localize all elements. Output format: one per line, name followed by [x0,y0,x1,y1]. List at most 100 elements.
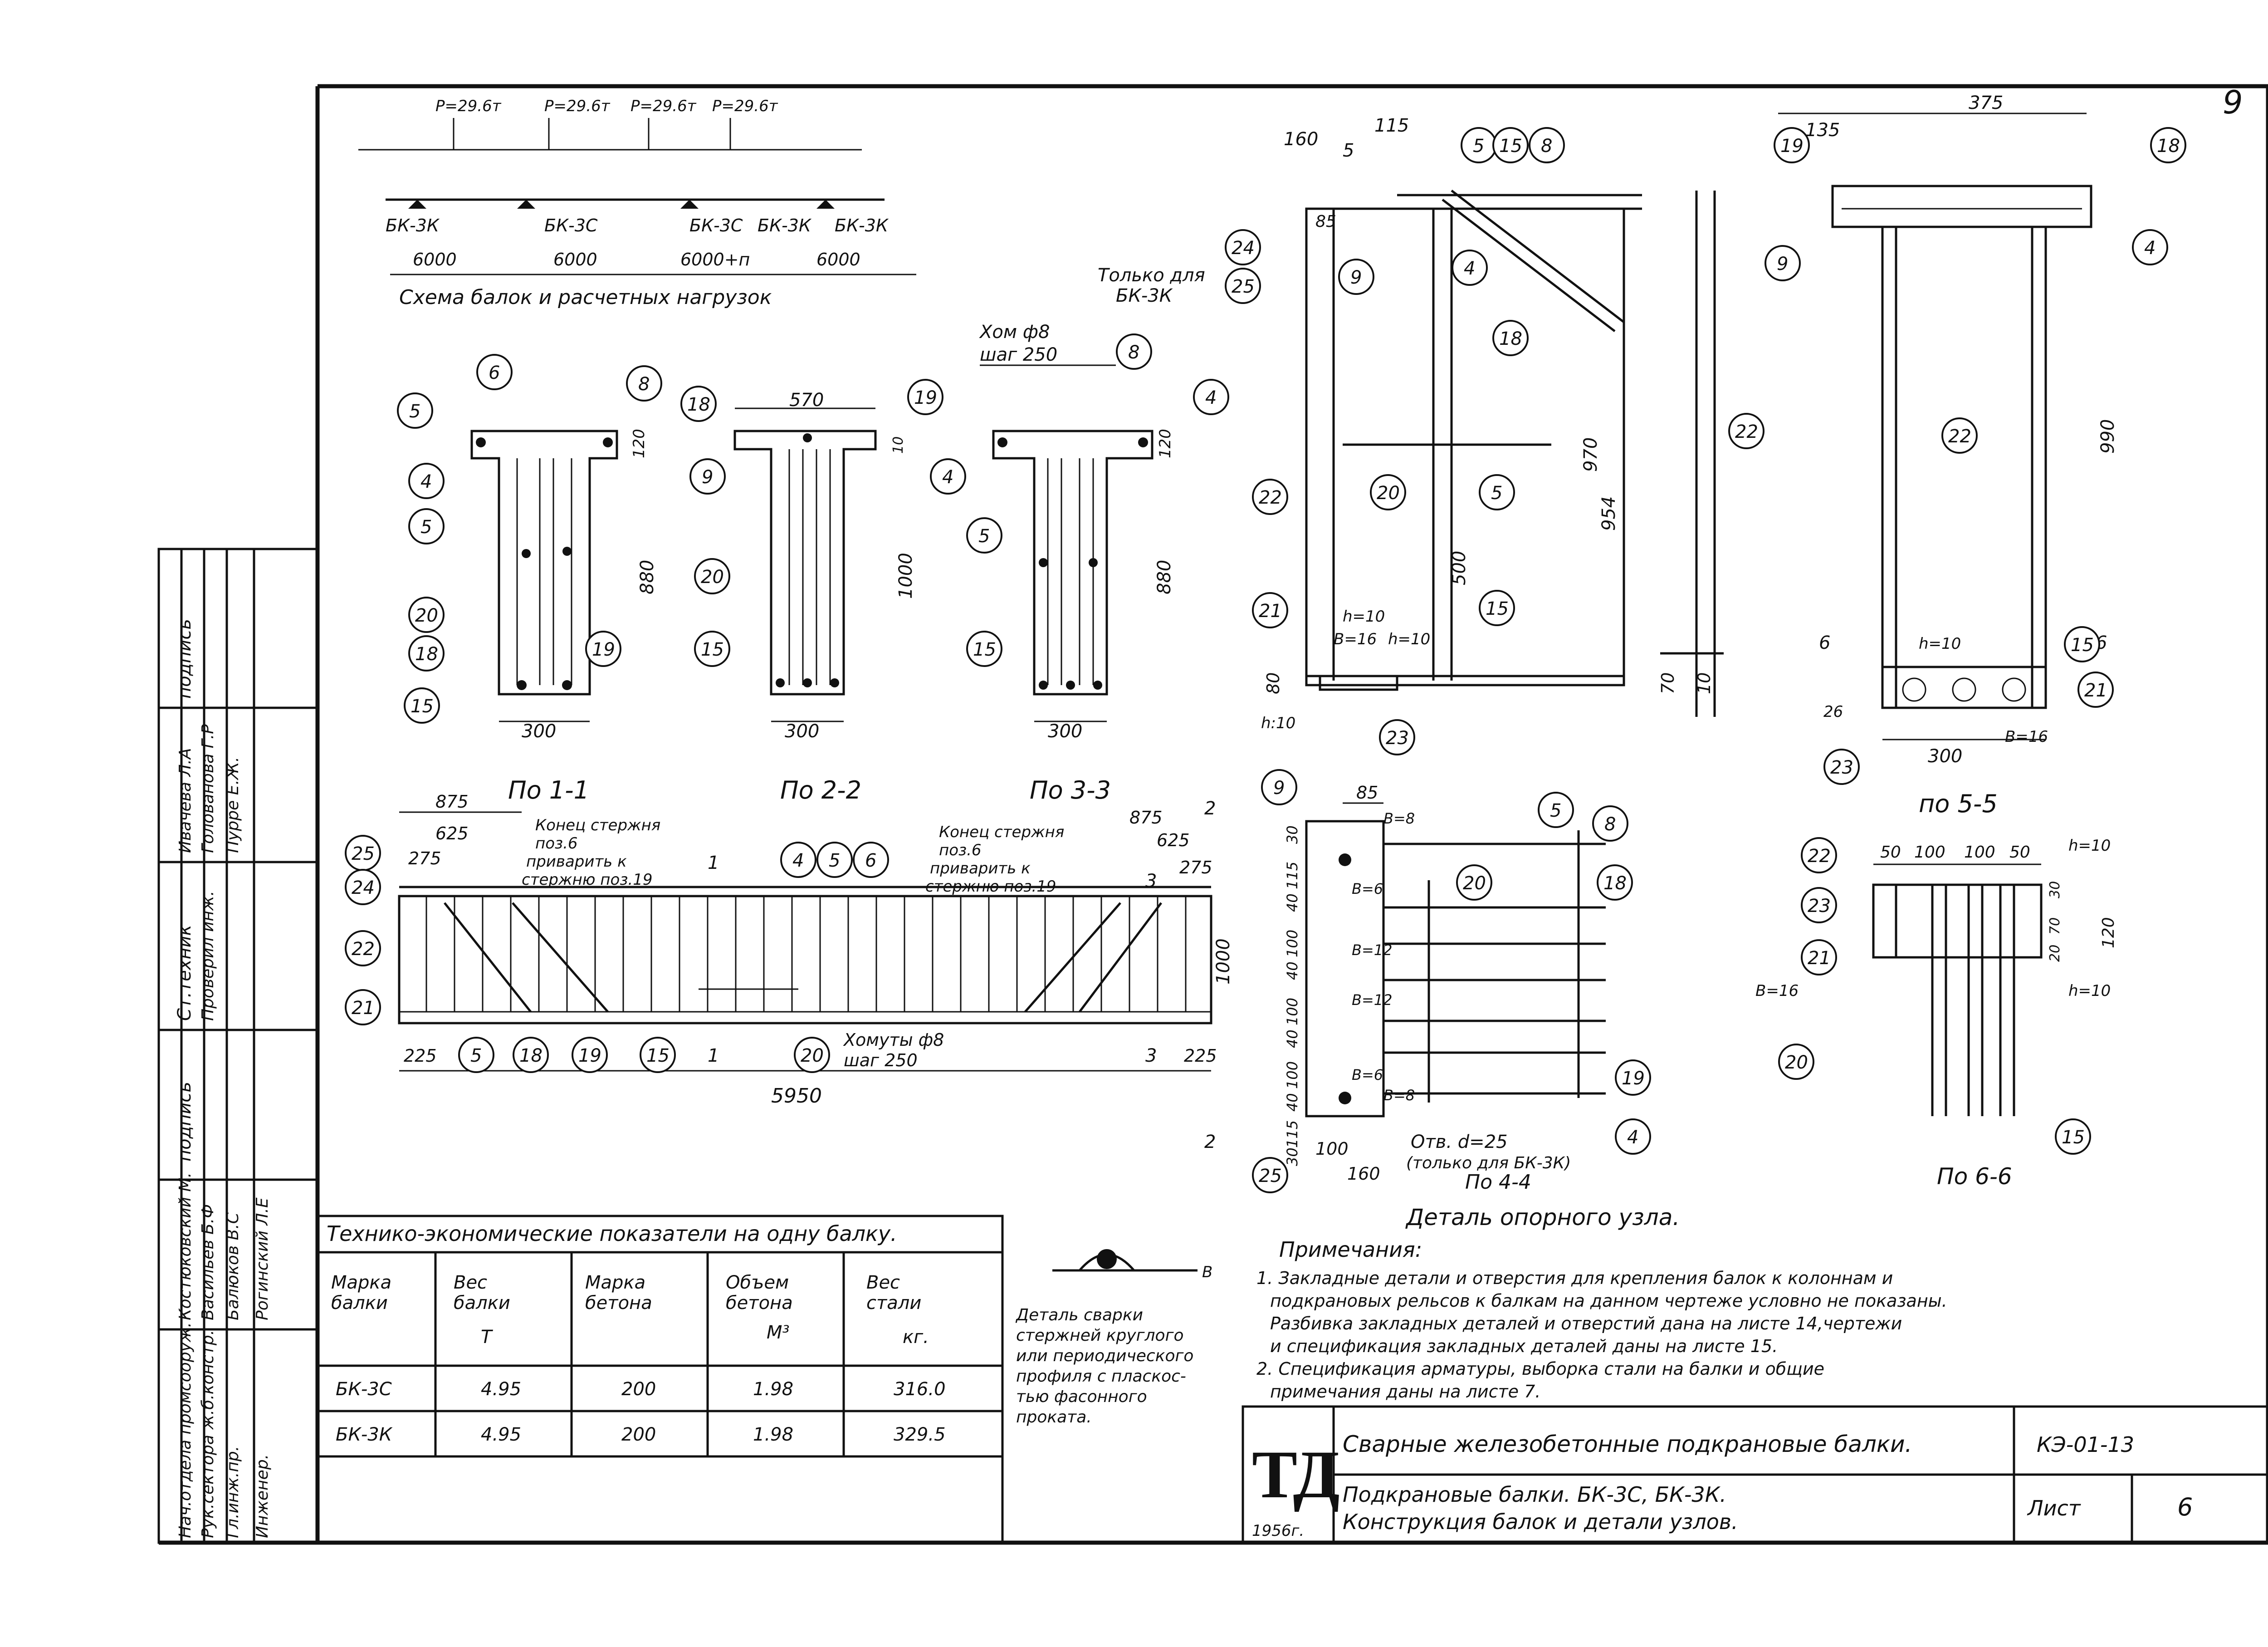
sig-name-1: Костюковский М. [176,1172,195,1320]
stamp-sheet-number: 6 [2177,1493,2193,1521]
stamp-title: Сварные железобетонные подкрановые балки… [1343,1431,1912,1457]
svg-text:970: 970 [1580,437,1601,472]
svg-text:50: 50 [2009,843,2030,862]
svg-text:20: 20 [2047,945,2063,962]
svg-text:4: 4 [420,471,432,492]
svg-text:1.98: 1.98 [753,1379,793,1400]
svg-text:6: 6 [489,363,500,383]
s11-marks: 5 6 8 4 5 20 18 19 15 [397,354,662,724]
svg-text:и спецификация закладных детал: и спецификация закладных деталей даны на… [1270,1336,1778,1356]
elevation-marks: 4 5 6 25 24 22 21 5 18 19 15 20 [345,835,889,1073]
economics-table: Технико-экономические показатели на одну… [316,1215,1004,1544]
svg-text:115: 115 [1284,862,1301,889]
svg-text:85: 85 [1315,212,1336,231]
sig-name-3: Балюков В.С [224,1212,242,1320]
section-4-4: 85 100 160 30 115 40 100 40 100 40 100 4… [1284,783,1606,1194]
sig-name-4: Рогинский Л.Е [253,1197,272,1320]
svg-text:40: 40 [1284,1029,1301,1048]
scheme-load-2: P=29.6т [544,97,611,115]
svg-text:B=8: B=8 [1383,810,1415,827]
svg-text:329.5: 329.5 [894,1424,946,1445]
svg-text:40: 40 [1284,1093,1301,1112]
svg-text:18: 18 [687,394,710,415]
sig-name-purre: Пурре Е.Ж. [224,757,242,853]
svg-text:h=10: h=10 [2068,982,2111,1000]
corner-mark: 9 [2223,84,2243,121]
svg-text:3: 3 [1145,1045,1157,1066]
svg-text:приварить к: приварить к [526,853,627,871]
svg-text:15: 15 [411,696,434,717]
scheme-load-3: P=29.6т [631,97,697,115]
svg-text:20: 20 [701,567,724,588]
svg-text:B=16: B=16 [1755,982,1799,1000]
svg-text:B=8: B=8 [1383,1087,1415,1104]
svg-text:3: 3 [1145,871,1157,892]
svg-text:375: 375 [1969,93,2003,113]
support-triangle-icon [408,200,426,209]
svg-text:9: 9 [1273,778,1285,799]
svg-text:23: 23 [1830,757,1853,778]
scheme-load-1: P=29.6т [435,97,502,115]
svg-text:990: 990 [2097,419,2118,454]
svg-text:(только для БК-3К): (только для БК-3К) [1406,1154,1571,1172]
svg-text:проката.: проката. [1016,1408,1092,1426]
svg-text:Хомуты ф8: Хомуты ф8 [843,1030,944,1050]
svg-text:9: 9 [1777,254,1788,274]
s11-height: 880 [637,560,658,594]
svg-text:h:10: h:10 [1261,714,1295,732]
support-detail: 160 115 5 85 Только для БК-3К 970 954 50… [1098,115,1724,1230]
svg-text:B=6: B=6 [1352,1066,1383,1083]
svg-text:23: 23 [1386,728,1409,749]
svg-text:21: 21 [1259,601,1282,622]
table-title: Технико-экономические показатели на одну… [327,1221,897,1246]
title-stamp: ТД 1956г. Сварные железобетонные подкран… [1242,1405,2268,1544]
svg-text:954: 954 [1598,496,1619,531]
svg-text:балки: балки [331,1293,388,1314]
svg-text:30: 30 [2047,881,2063,898]
svg-text:5: 5 [1343,140,1354,161]
svg-text:Отв. d=25: Отв. d=25 [1411,1132,1508,1152]
svg-text:10: 10 [1694,672,1714,694]
svg-text:подкрановых рельсов к балкам н: подкрановых рельсов к балкам на данном ч… [1270,1291,1947,1311]
svg-text:БК-3К: БК-3К [1116,285,1173,306]
s11-width: 300 [522,721,556,742]
scheme-load-4: P=29.6т [712,97,778,115]
svg-text:Объем: Объем [726,1272,789,1293]
svg-text:Деталь сварки: Деталь сварки [1015,1306,1143,1324]
svg-text:приварить к: приварить к [930,859,1031,877]
support-caption: Деталь опорного узла. [1405,1204,1680,1230]
svg-text:1.98: 1.98 [753,1424,793,1445]
svg-text:4: 4 [1464,258,1475,279]
svg-text:18: 18 [2157,136,2180,157]
svg-text:примечания даны на листе 7.: примечания даны на листе 7. [1270,1382,1540,1402]
notes: Примечания: 1. Закладные детали и отверс… [1256,1237,1947,1402]
svg-text:1: 1 [708,1045,719,1066]
svg-text:Примечания:: Примечания: [1279,1237,1422,1262]
svg-text:21: 21 [1808,948,1831,969]
svg-text:24: 24 [1232,238,1255,259]
svg-text:h=10: h=10 [1919,635,1961,653]
sig-name-golovanova: Голованова Г.Р [199,724,217,853]
svg-text:тью фасонного: тью фасонного [1016,1387,1147,1406]
svg-text:19: 19 [1622,1068,1645,1089]
svg-text:Вес: Вес [866,1272,900,1293]
svg-text:кг.: кг. [903,1327,929,1348]
svg-text:24: 24 [352,877,375,898]
svg-text:22: 22 [1259,487,1282,508]
svg-text:Только для: Только для [1098,265,1205,286]
svg-text:15: 15 [2071,635,2094,656]
svg-text:Разбивка закладных деталей и о: Разбивка закладных деталей и отверстий д… [1270,1314,1902,1333]
svg-text:5: 5 [409,401,420,422]
svg-text:9: 9 [702,467,713,488]
sig-label-podpis-2: подпись [174,619,195,699]
scheme-beam-3: БК-3С [689,216,743,235]
section-1-1: 300 880 120 По 1-1 [470,429,658,804]
svg-text:B=6: B=6 [1352,880,1383,897]
s33-label: По 3-3 [1030,776,1111,804]
svg-text:20: 20 [1463,873,1486,894]
svg-text:160: 160 [1284,129,1318,150]
sig-role-2: Рук.сектора ж.б.констр. [199,1330,217,1538]
svg-text:8: 8 [638,374,650,395]
scheme-beam-2: БК-3С [544,216,598,235]
svg-text:1: 1 [708,853,719,873]
